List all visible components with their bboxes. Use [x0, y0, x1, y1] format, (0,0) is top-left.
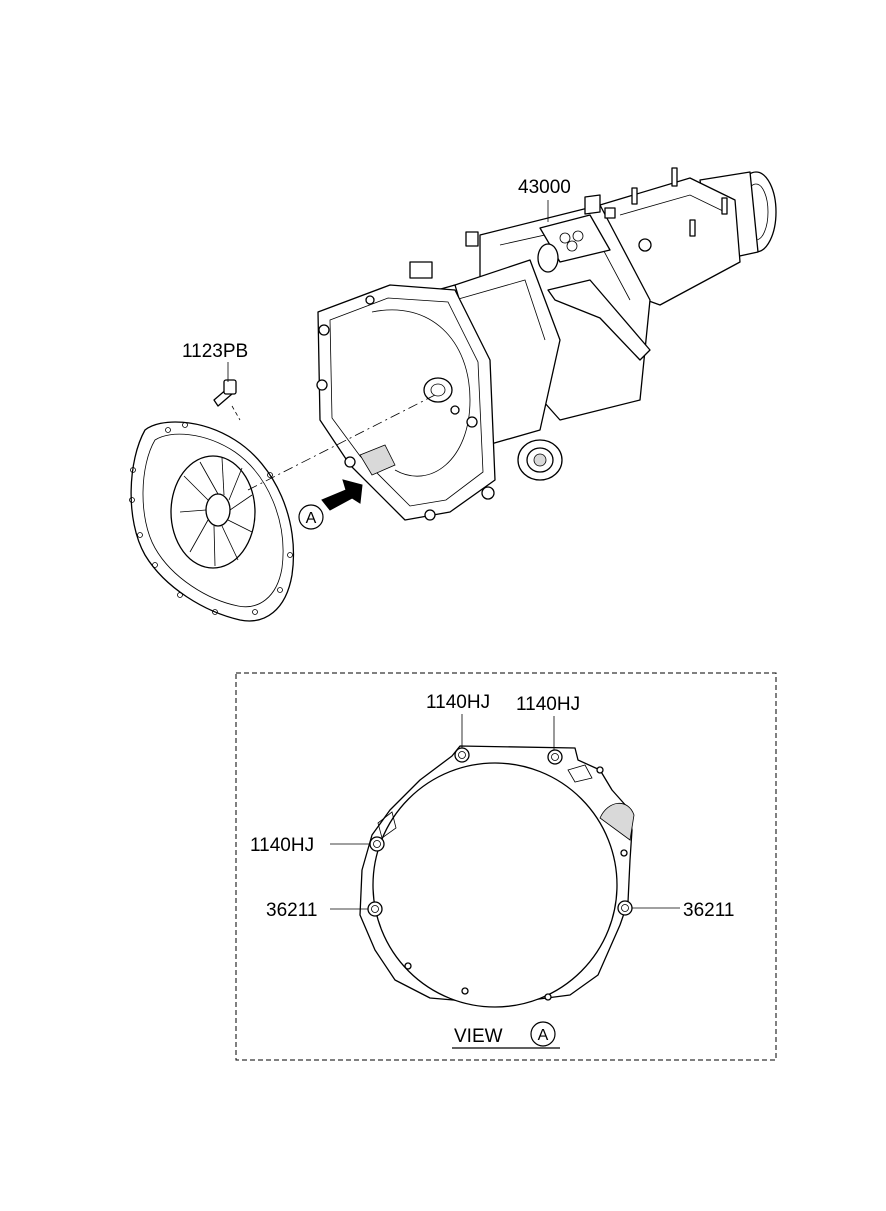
- bell-housing-face-outline: [359, 745, 635, 1008]
- view-word: VIEW: [454, 1026, 503, 1047]
- alignment-line: [247, 394, 436, 491]
- label-1140hj-top-right: 1140HJ: [516, 694, 580, 715]
- label-36211-right: 36211: [683, 900, 734, 921]
- view-a-caption: VIEW A: [452, 1021, 560, 1049]
- pin-right: [617, 900, 633, 916]
- view-callout-marker: A: [298, 504, 324, 530]
- view-letter: A: [538, 1027, 549, 1044]
- label-36211-left: 36211: [266, 900, 317, 921]
- bolt-1123pb: [213, 379, 237, 407]
- view-a-frame: [235, 672, 777, 1061]
- label-1140hj-left: 1140HJ: [250, 835, 314, 856]
- transmission-assembly: [316, 167, 777, 521]
- hole-top-left: [454, 747, 470, 763]
- hole-left: [369, 836, 385, 852]
- svg-text:A: A: [306, 510, 317, 527]
- clutch-cover: [129, 421, 295, 622]
- label-1140hj-top-left: 1140HJ: [426, 692, 490, 713]
- label-1123pb: 1123PB: [182, 341, 248, 362]
- pin-left: [367, 901, 383, 917]
- hole-top-right: [547, 749, 563, 765]
- label-43000: 43000: [518, 177, 571, 198]
- view-direction-arrow: [321, 479, 363, 511]
